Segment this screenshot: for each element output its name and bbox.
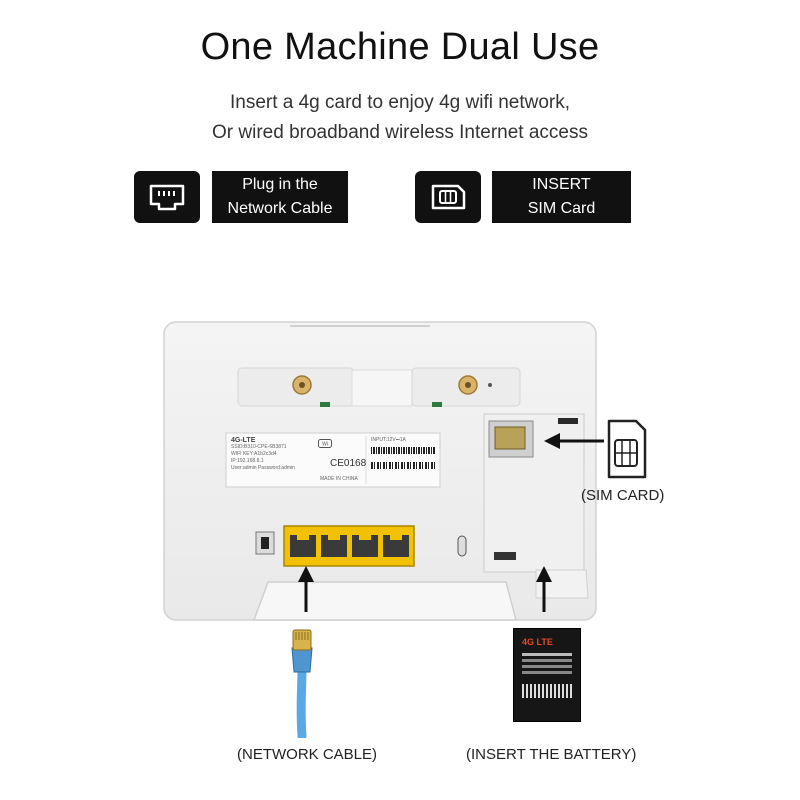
- subtitle-line-1: Insert a 4g card to enjoy 4g wifi networ…: [229, 92, 571, 113]
- svg-text:Wi: Wi: [322, 442, 328, 448]
- sticker-line: SSID:B310-CPE-6B3871: [231, 444, 287, 450]
- feature-sim-line2: SIM Card: [527, 200, 596, 217]
- feature-label-cable: Plug in the Network Cable: [212, 171, 348, 223]
- router-illustration: [163, 321, 597, 621]
- page-title: One Machine Dual Use: [200, 26, 600, 68]
- arrow-to-sim-icon: [544, 433, 604, 449]
- barcode: [371, 447, 435, 454]
- made-in-label: MADE IN CHINA: [320, 476, 358, 482]
- router-sticker-left: 4G-LTE SSID:B310-CPE-6B3871 WIFI KEY:A1b…: [231, 437, 361, 472]
- network-cable-illustration: [291, 629, 313, 738]
- router-model: 4G-LTE: [231, 437, 256, 444]
- sticker-line: User:admin Password:admin: [231, 465, 295, 471]
- arrow-to-lan-icon: [298, 566, 314, 612]
- ethernet-port-icon: [134, 171, 200, 223]
- sticker-line: IP:192.168.8.1: [231, 458, 264, 464]
- sim-card-icon: [415, 171, 481, 223]
- barcode: [371, 462, 435, 469]
- power-input-label: INPUT:12V⎓1A: [371, 437, 406, 443]
- feature-sim-line1: INSERT: [532, 176, 591, 193]
- feature-cable-line1: Plug in the: [242, 176, 318, 193]
- wifi-certified-logo: Wi: [318, 439, 332, 450]
- subtitle-line-2: Or wired broadband wireless Internet acc…: [212, 122, 588, 143]
- feature-label-sim: INSERT SIM Card: [492, 171, 631, 223]
- battery-brand: 4G LTE: [522, 637, 553, 647]
- sticker-line: WIFI KEY:A1b2c3d4: [231, 451, 277, 457]
- feature-cable-line2: Network Cable: [227, 200, 333, 217]
- network-cable-caption: (NETWORK CABLE): [237, 746, 378, 763]
- sim-card-illustration: [607, 419, 647, 479]
- sim-card-caption: (SIM CARD): [581, 487, 665, 504]
- ce-mark: CE0168: [330, 458, 367, 469]
- battery-caption: (INSERT THE BATTERY): [466, 746, 637, 763]
- battery-illustration: 4G LTE: [513, 628, 581, 722]
- arrow-to-battery-icon: [536, 566, 552, 612]
